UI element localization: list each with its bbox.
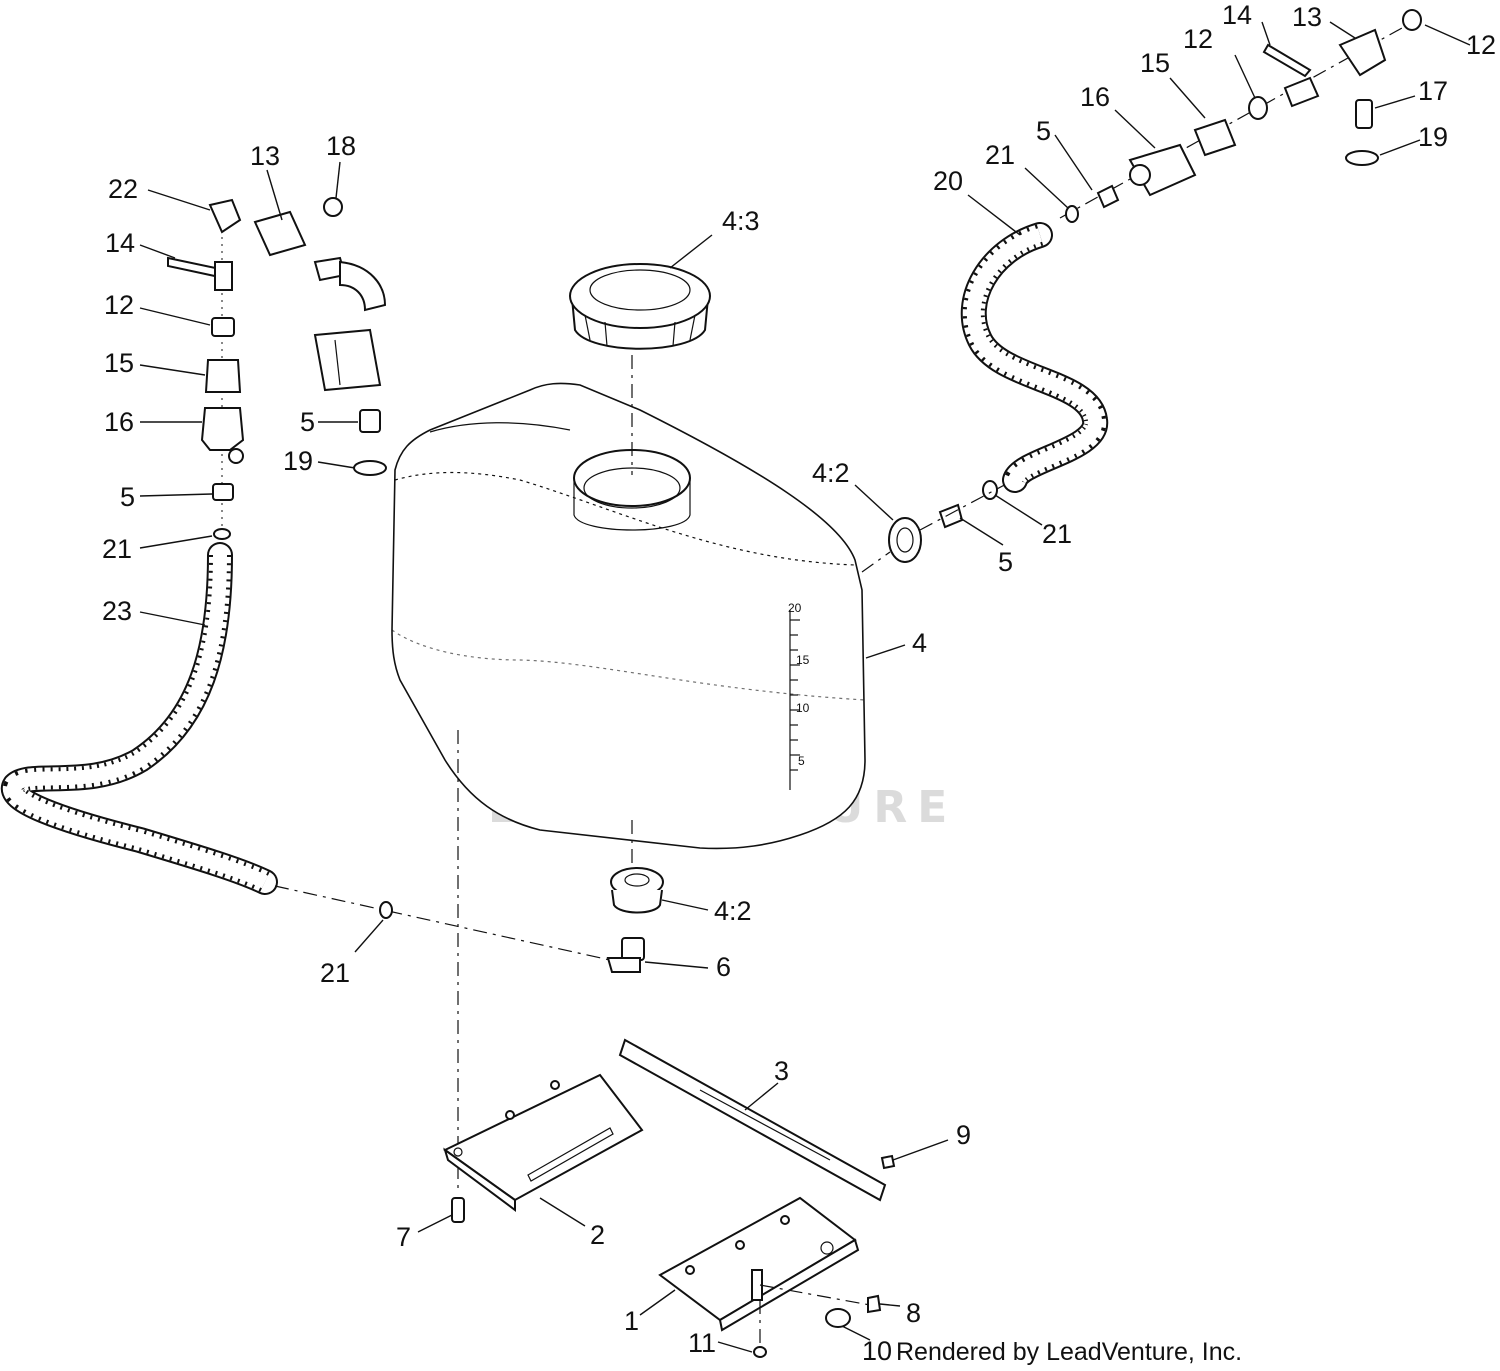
callout-4-2-bottom: 4:2 (714, 896, 752, 926)
callout-5-left-b: 5 (120, 482, 135, 512)
callout-4-2-top: 4:2 (812, 458, 850, 488)
scale-mark-20: 20 (788, 601, 802, 615)
render-credit: Rendered by LeadVenture, Inc. (896, 1338, 1242, 1366)
callout-1: 1 (624, 1306, 639, 1336)
side-fitting (861, 480, 1011, 573)
bracket-2 (443, 1073, 644, 1223)
hose-right (960, 222, 1108, 493)
callout-18: 18 (326, 131, 356, 161)
scale-mark-10: 10 (796, 701, 810, 715)
tank: 20 15 10 5 (391, 382, 866, 850)
callout-5-right-a: 5 (1036, 116, 1051, 146)
callout-7: 7 (396, 1222, 411, 1252)
callout-21-right-b: 21 (1042, 519, 1072, 549)
callout-14-left: 14 (105, 228, 135, 258)
callout-22: 22 (108, 174, 138, 204)
callout-21-bottom: 21 (320, 958, 350, 988)
leader-lines (139, 21, 1471, 1353)
callout-12-right-a: 12 (1183, 24, 1213, 54)
callout-5-right-b: 5 (998, 547, 1013, 577)
left-valve-assembly (167, 197, 387, 540)
callout-15-left: 15 (104, 348, 134, 378)
callout-23: 23 (102, 596, 132, 626)
callout-19-left: 19 (283, 446, 313, 476)
callout-5-left-a: 5 (300, 407, 315, 437)
callout-17: 17 (1418, 76, 1448, 106)
tank-cap (569, 263, 711, 475)
strap-3 (618, 1038, 887, 1202)
callout-14-right: 14 (1222, 0, 1252, 30)
callout-21-left: 21 (102, 534, 132, 564)
callout-6: 6 (716, 952, 731, 982)
callout-21-right-a: 21 (985, 140, 1015, 170)
callout-labels: 13 18 22 14 12 15 16 5 19 5 21 23 4:3 14… (102, 0, 1496, 1366)
callout-4-3: 4:3 (722, 206, 760, 236)
callout-16-left: 16 (104, 407, 134, 437)
callout-3: 3 (774, 1056, 789, 1086)
callout-19-right: 19 (1418, 122, 1448, 152)
callout-11: 11 (688, 1328, 716, 1358)
bottom-fitting (606, 820, 664, 973)
scale-mark-5: 5 (798, 754, 805, 768)
hose-left (1, 542, 611, 961)
callout-13-left: 13 (250, 141, 280, 171)
callout-2: 2 (590, 1220, 605, 1250)
callout-9: 9 (956, 1120, 971, 1150)
callout-13-right: 13 (1292, 2, 1322, 32)
callout-16-right: 16 (1080, 82, 1110, 112)
right-valve-assembly (1059, 9, 1422, 223)
callout-10: 10 (862, 1336, 892, 1366)
callout-12-left: 12 (104, 290, 134, 320)
callout-4: 4 (912, 628, 927, 658)
callout-12-right-b: 12 (1466, 30, 1496, 60)
scale-mark-15: 15 (796, 653, 810, 667)
tank-scale: 20 15 10 5 (788, 601, 810, 771)
callout-20: 20 (933, 166, 963, 196)
bracket-1 (658, 1154, 896, 1358)
callout-15-right: 15 (1140, 48, 1170, 78)
callout-8: 8 (906, 1298, 921, 1328)
